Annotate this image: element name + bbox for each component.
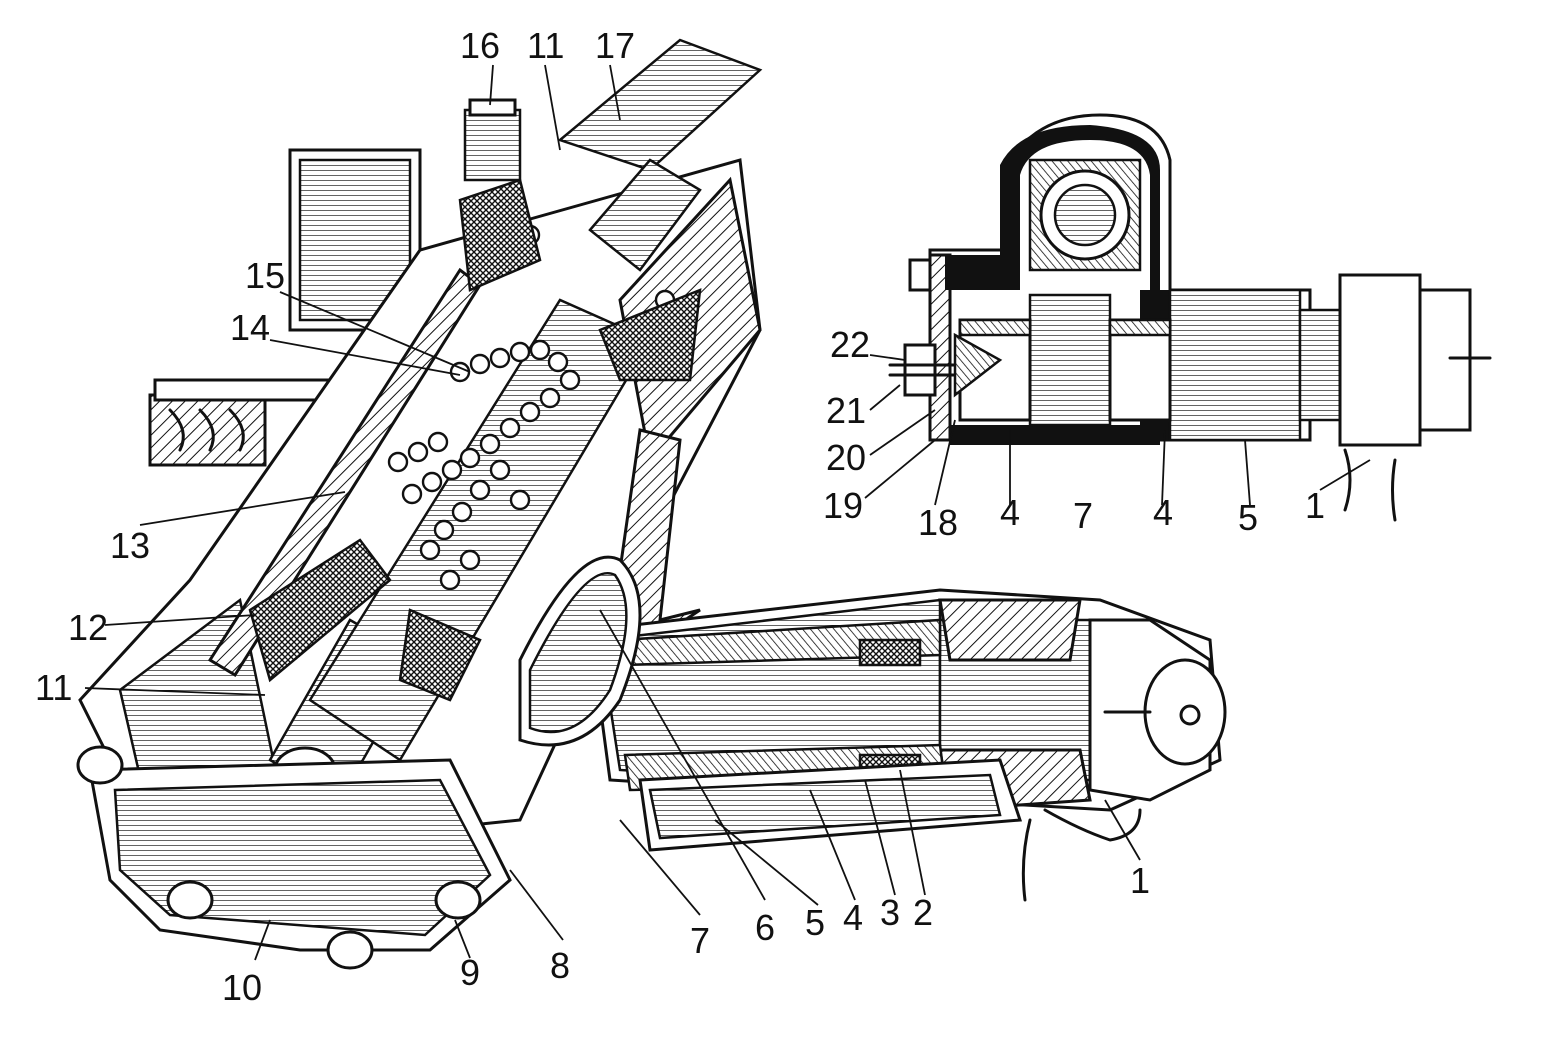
- cover-bolts: [76, 745, 482, 970]
- inset-callout-19: 19: [823, 485, 863, 526]
- worm-shaft: [248, 38, 763, 802]
- inset-spline-and-nut: [1298, 273, 1492, 447]
- callout-3: 3: [880, 892, 900, 933]
- side-cover: [76, 745, 512, 970]
- sector-shaft: [518, 555, 1227, 812]
- inset-callout-7: 7: [1073, 495, 1093, 536]
- inset-callout-22: 22: [830, 324, 870, 365]
- callout-1: 1: [1130, 860, 1150, 901]
- callout-15: 15: [245, 255, 285, 296]
- callout-12: 12: [68, 607, 108, 648]
- inset-callout-1: 1: [1305, 485, 1325, 526]
- callout-6: 6: [755, 907, 775, 948]
- inset-callout-18: 18: [918, 502, 958, 543]
- callouts-inset: 22 21 20 19 18 4 7 4 5 1: [823, 324, 1325, 543]
- callout-9: 9: [460, 952, 480, 993]
- inset-callout-5: 5: [1238, 497, 1258, 538]
- callout-13: 13: [110, 525, 150, 566]
- callout-5: 5: [805, 902, 825, 943]
- inset-section: [888, 113, 1492, 522]
- callout-14: 14: [230, 307, 270, 348]
- main-assembly: [76, 38, 1227, 970]
- callout-11-left: 11: [35, 667, 72, 708]
- callout-17: 17: [595, 25, 635, 66]
- inset-bearing: [1028, 158, 1142, 272]
- pitman-arm: [638, 758, 1142, 902]
- inset-adjuster: [888, 258, 1003, 398]
- callout-10: 10: [222, 967, 262, 1008]
- inset-callout-4-left: 4: [1000, 492, 1020, 533]
- callout-11-top: 11: [527, 25, 564, 66]
- mounting-bracket: [148, 148, 422, 467]
- callouts-main: 16 11 17 15 14 13 12 11 10 9 8 7 6 5 4 3…: [35, 25, 1150, 1008]
- callout-7: 7: [690, 920, 710, 961]
- inset-shaft: [958, 288, 1302, 442]
- callout-8: 8: [550, 945, 570, 986]
- inset-callout-20: 20: [826, 437, 866, 478]
- callout-4: 4: [843, 897, 863, 938]
- leader-lines: [84, 64, 1371, 961]
- callout-2: 2: [913, 892, 933, 933]
- inset-callout-21: 21: [826, 390, 866, 431]
- callout-16: 16: [460, 25, 500, 66]
- inset-callout-4-right: 4: [1153, 492, 1173, 533]
